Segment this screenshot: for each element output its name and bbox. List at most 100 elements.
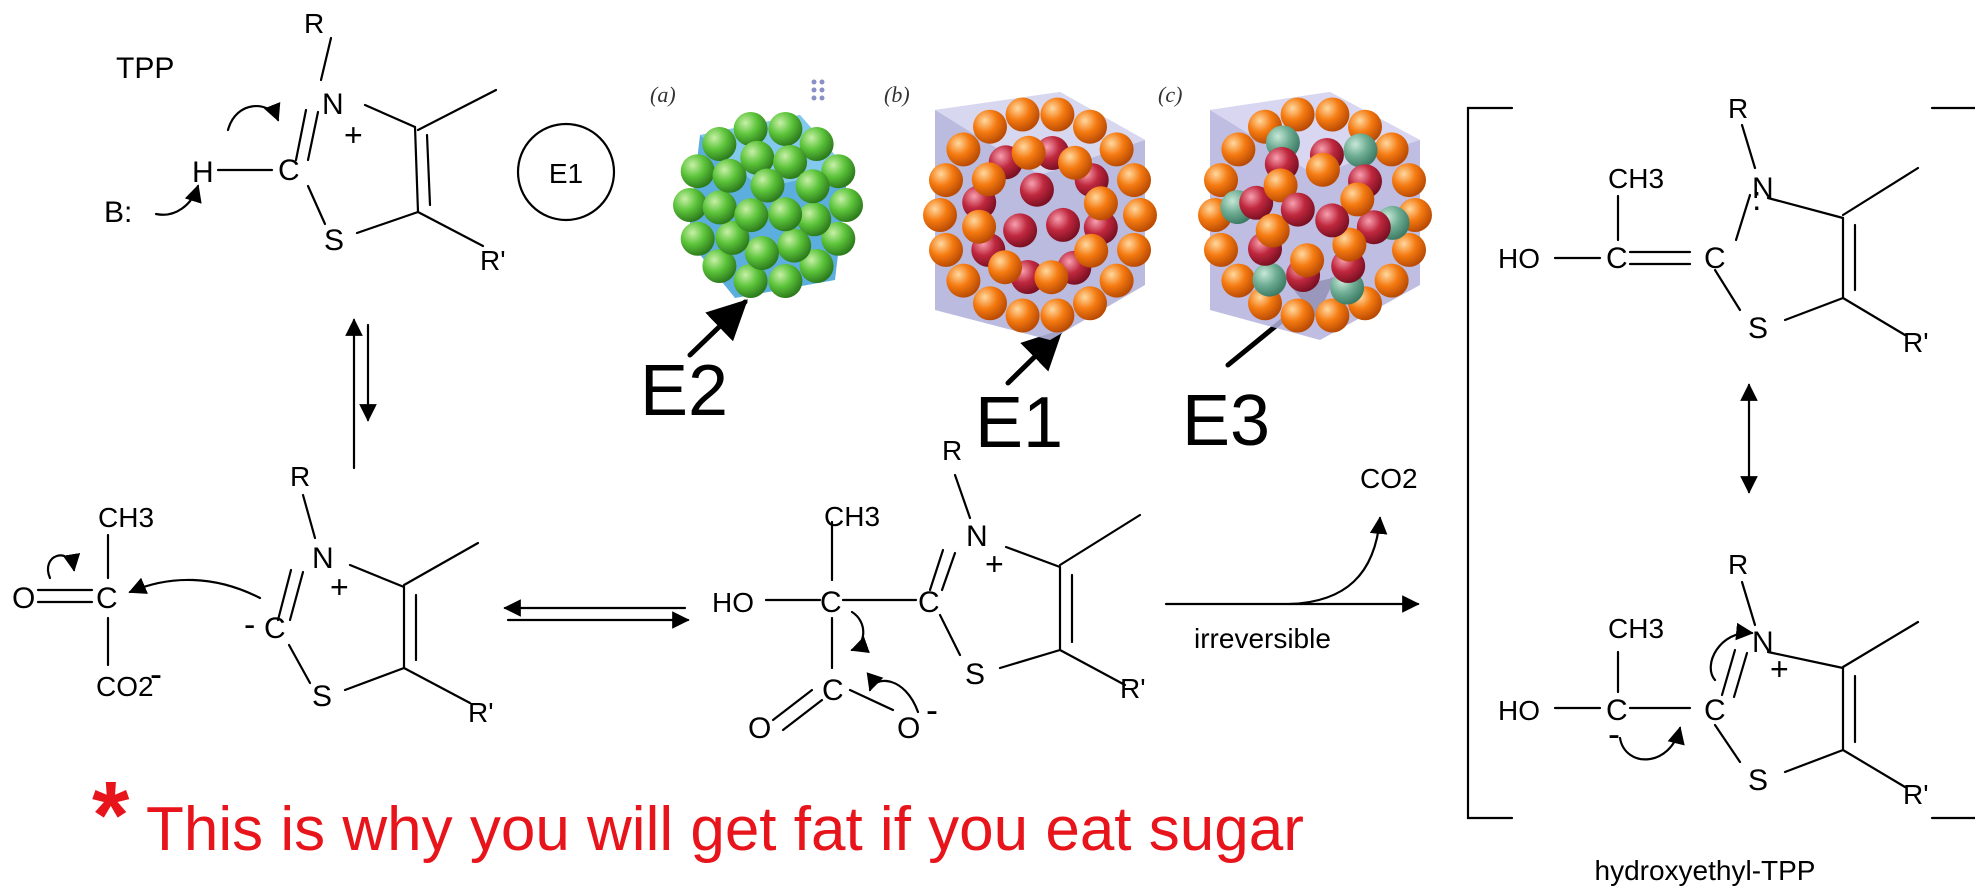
complex-subunit — [768, 264, 803, 298]
complex-subunit — [1099, 263, 1134, 298]
complex-subunit — [946, 132, 981, 167]
complex-subunit — [702, 127, 737, 161]
complex-subunit — [1123, 198, 1157, 232]
complex-panel-c — [1198, 92, 1432, 340]
e1-pointer-arrow — [1005, 329, 1063, 386]
complex-subunit — [773, 145, 808, 179]
complex-subunit — [1046, 207, 1080, 242]
c-label: C — [822, 674, 844, 707]
minus-charge: - — [926, 689, 938, 730]
hydroxyethyl-tpp-label: hydroxyethyl-TPP — [1595, 855, 1816, 886]
complex-panel-b — [923, 92, 1157, 340]
complex-subunit — [1204, 232, 1238, 267]
complex-subunit — [1005, 97, 1040, 132]
n-label: N — [966, 520, 988, 553]
plus-charge: + — [1770, 651, 1789, 687]
ylide-molecule — [128, 493, 480, 705]
c-label: C — [918, 586, 940, 619]
r-label: R — [1728, 93, 1748, 124]
complex-subunit — [1099, 132, 1134, 167]
grip-icon — [811, 79, 825, 101]
ch3-label: CH3 — [1608, 163, 1664, 194]
ch3-label: CH3 — [98, 502, 154, 533]
r-prime-label: R' — [1903, 779, 1929, 810]
e1-circle-label: E1 — [549, 158, 583, 189]
complex-panel-a — [673, 112, 863, 298]
complex-subunit — [744, 236, 779, 270]
complex-subunit — [1315, 203, 1350, 238]
complex-subunit — [1073, 109, 1107, 144]
complex-subunit — [1392, 232, 1426, 267]
complex-subunit — [1374, 263, 1409, 298]
complex-subunit — [1011, 135, 1046, 170]
o-label: O — [12, 582, 35, 615]
e1-label: E1 — [975, 383, 1063, 463]
complex-subunit — [1374, 132, 1409, 167]
complex-subunit — [799, 249, 834, 283]
o-label: O — [748, 712, 771, 745]
complex-subunit — [829, 188, 863, 222]
r-label: R — [304, 8, 324, 39]
complex-subunit — [702, 249, 737, 283]
complex-subunit — [740, 140, 775, 175]
complex-subunit — [1332, 227, 1367, 262]
complex-subunit — [680, 154, 715, 189]
complex-subunit — [973, 286, 1007, 321]
carbanion-molecule — [1553, 580, 1920, 789]
complex-subunit — [1003, 213, 1038, 248]
complex-subunit — [1073, 286, 1107, 321]
complex-subunit — [1255, 213, 1290, 248]
pyruvate-molecule — [36, 533, 110, 667]
complex-subunit — [1280, 298, 1315, 333]
complex-subunit — [946, 263, 981, 298]
complex-subunit — [1343, 133, 1378, 168]
minus-charge: - — [244, 606, 255, 644]
complex-subunit — [1340, 182, 1375, 217]
complex-subunit — [768, 197, 803, 232]
c-label: C — [264, 612, 286, 645]
complex-subunit — [712, 158, 747, 193]
complex-subunit — [795, 169, 830, 204]
complex-subunit — [1280, 97, 1315, 132]
complex-subunit — [821, 154, 856, 189]
ho-label: HO — [712, 587, 754, 618]
c-label: C — [820, 586, 842, 619]
minus-charge: - — [1608, 713, 1620, 754]
complex-subunit — [1280, 192, 1315, 227]
complex-subunit — [962, 209, 997, 244]
n-label: N — [1752, 172, 1774, 205]
plus-charge: + — [344, 117, 363, 153]
complex-subunit — [1117, 163, 1151, 198]
n-label: N — [312, 542, 334, 575]
complex-subunit — [1040, 298, 1075, 333]
complex-subunit — [1019, 172, 1054, 207]
h-label: H — [192, 156, 214, 189]
r-prime-label: R' — [468, 697, 494, 728]
complex-subunit — [715, 220, 750, 255]
complex-subunit — [929, 232, 963, 267]
ho-label: HO — [1498, 243, 1540, 274]
complex-subunit — [797, 202, 832, 237]
complex-subunit — [733, 112, 768, 146]
complex-subunit — [1252, 262, 1287, 297]
complex-subunit — [750, 168, 785, 203]
panel-b-label: (b) — [884, 82, 910, 107]
complex-subunit — [702, 190, 737, 225]
note-star: * — [92, 762, 130, 869]
bracket-left — [1466, 106, 1514, 820]
r-label: R — [1728, 549, 1748, 580]
complex-subunit — [1204, 163, 1238, 198]
complex-subunit — [1263, 168, 1298, 203]
tpp-label: TPP — [116, 52, 174, 85]
complex-subunit — [1117, 232, 1151, 267]
r-prime-label: R' — [1120, 673, 1146, 704]
complex-subunit — [1083, 186, 1118, 221]
complex-subunit — [929, 163, 963, 198]
c-label: C — [1606, 694, 1628, 727]
e3-label: E3 — [1182, 381, 1270, 461]
complex-subunit — [971, 162, 1006, 197]
c-label: C — [278, 154, 300, 187]
tpp-molecule — [154, 36, 498, 248]
complex-subunit — [768, 112, 803, 146]
